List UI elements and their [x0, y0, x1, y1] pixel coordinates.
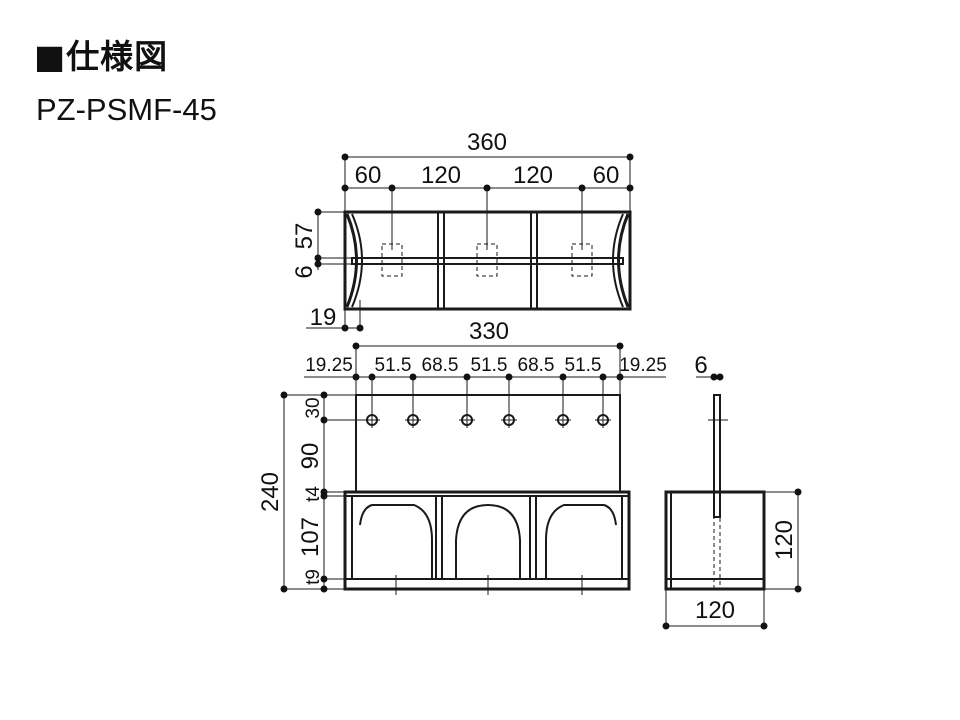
dim-top-div-2: 120	[421, 162, 461, 189]
top-view: 360 60 120 120 60	[291, 129, 634, 332]
side-view: 6 120 120	[662, 352, 802, 630]
dim-top-div-3: 120	[513, 162, 553, 189]
page-title: ■仕様図	[34, 37, 169, 76]
dim-top-depth-lower: 6	[291, 265, 318, 278]
dim-top-div-4: 60	[593, 162, 620, 189]
dim-side-width: 120	[695, 597, 735, 624]
dim-front-h-90: 90	[297, 443, 324, 470]
dim-front-hole-3: 68.5	[422, 355, 459, 376]
dim-front-hole-2: 51.5	[375, 355, 412, 376]
dim-top-bottom-offset: 19	[310, 304, 337, 331]
model-number: PZ-PSMF-45	[36, 92, 217, 127]
front-view: 330 19.25 51.5 68.5 51.5 68.5 51.5 19.25	[257, 318, 667, 595]
dim-front-h-107: 107	[297, 517, 324, 557]
bolt-holes	[364, 412, 611, 428]
dim-front-hole-1: 19.25	[305, 355, 353, 376]
dim-front-h-t4: t4	[303, 486, 324, 502]
dim-top-overall: 360	[467, 129, 507, 156]
dim-front-hole-7: 19.25	[619, 355, 667, 376]
dim-front-h-t9: t9	[303, 569, 324, 585]
dim-front-hole-6: 51.5	[565, 355, 602, 376]
dim-top-div-1: 60	[355, 162, 382, 189]
dim-front-total-height: 240	[257, 472, 284, 512]
dim-top-depth-upper: 57	[291, 223, 318, 250]
dim-front-h-30: 30	[303, 397, 324, 418]
dim-front-hole-4: 51.5	[471, 355, 508, 376]
dim-front-overall: 330	[469, 318, 509, 345]
dim-front-hole-5: 68.5	[518, 355, 555, 376]
dim-side-thickness: 6	[694, 352, 707, 379]
dim-side-height: 120	[771, 520, 798, 560]
